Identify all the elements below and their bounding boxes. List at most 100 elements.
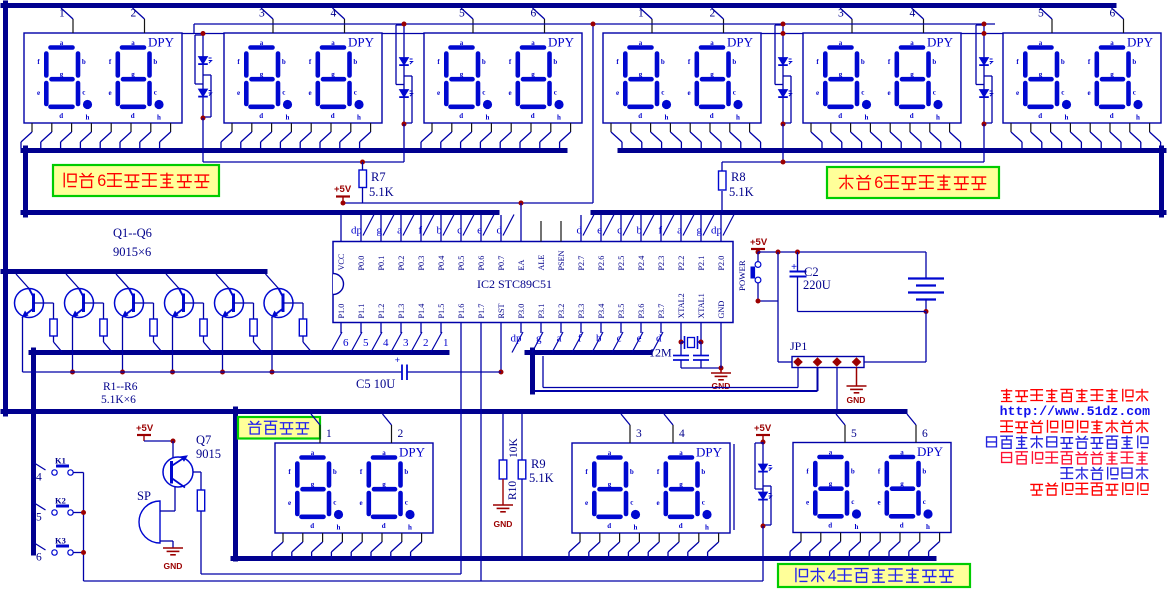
svg-text:P3.1: P3.1	[537, 304, 546, 319]
svg-text:P2.3: P2.3	[657, 256, 666, 271]
svg-text:P1.5: P1.5	[437, 304, 446, 319]
svg-text:3: 3	[259, 8, 265, 20]
svg-text:5.1K: 5.1K	[369, 185, 394, 199]
svg-text:JP1: JP1	[790, 339, 807, 353]
svg-text:+: +	[395, 355, 400, 365]
svg-text:P3.0: P3.0	[517, 304, 526, 319]
svg-text:d: d	[656, 333, 662, 345]
svg-text:P0.6: P0.6	[477, 256, 486, 271]
svg-text:P2.2: P2.2	[677, 256, 686, 271]
svg-text:+: +	[791, 262, 797, 273]
svg-text:P0.1: P0.1	[377, 256, 386, 271]
svg-text:ALE: ALE	[537, 255, 546, 271]
svg-text:P0.2: P0.2	[397, 256, 406, 271]
svg-text:b: b	[437, 225, 443, 237]
svg-text:c: c	[457, 225, 462, 237]
svg-text:f: f	[578, 333, 582, 345]
svg-text:5.1K: 5.1K	[529, 471, 554, 485]
svg-text:5: 5	[1038, 8, 1044, 20]
svg-text:9015: 9015	[196, 447, 221, 461]
svg-text:2: 2	[710, 8, 716, 20]
svg-text:6: 6	[922, 428, 928, 440]
svg-text:GND: GND	[494, 519, 513, 529]
svg-text:6: 6	[531, 8, 537, 20]
svg-text:GND: GND	[164, 561, 183, 571]
svg-text:c: c	[617, 225, 622, 237]
svg-text:C2: C2	[804, 265, 819, 279]
svg-text:GND: GND	[712, 381, 731, 391]
svg-text:XTAL1: XTAL1	[697, 293, 706, 318]
svg-text:R9: R9	[531, 457, 546, 471]
svg-text:3: 3	[636, 428, 642, 440]
svg-text:Q1--Q6: Q1--Q6	[113, 226, 152, 240]
svg-text:P3.2: P3.2	[557, 304, 566, 319]
svg-text:P0.4: P0.4	[437, 256, 446, 271]
svg-text:6: 6	[343, 337, 349, 349]
svg-text:1: 1	[638, 8, 644, 20]
svg-text:P1.7: P1.7	[477, 304, 486, 319]
svg-text:VCC: VCC	[337, 253, 346, 270]
svg-text:6: 6	[1110, 8, 1116, 20]
svg-text:10K: 10K	[508, 438, 520, 459]
svg-text:b: b	[637, 225, 643, 237]
svg-text:P1.1: P1.1	[357, 304, 366, 319]
svg-text:e: e	[477, 225, 482, 237]
svg-text:R7: R7	[371, 170, 386, 184]
svg-text:5.1K×6: 5.1K×6	[101, 394, 136, 406]
svg-text:P3.7: P3.7	[657, 304, 666, 319]
svg-text:5: 5	[459, 8, 465, 20]
svg-text:dp: dp	[351, 225, 363, 237]
svg-text:P3.5: P3.5	[617, 304, 626, 319]
svg-text:XTAL2: XTAL2	[677, 293, 686, 318]
svg-text:K1: K1	[55, 456, 66, 466]
svg-text:K3: K3	[55, 536, 66, 546]
svg-text:g: g	[377, 225, 383, 237]
svg-text:d: d	[497, 225, 503, 237]
svg-text:P2.4: P2.4	[637, 256, 646, 271]
svg-text:9015×6: 9015×6	[113, 245, 151, 259]
svg-text:R1--R6: R1--R6	[103, 381, 138, 393]
svg-text:1: 1	[59, 8, 65, 20]
svg-text:3: 3	[838, 8, 844, 20]
svg-text:4: 4	[331, 8, 337, 20]
svg-text:dp: dp	[711, 225, 723, 237]
svg-text:P1.4: P1.4	[417, 304, 426, 319]
svg-text:http://www.51dz.com: http://www.51dz.com	[1000, 404, 1150, 419]
svg-text:2: 2	[423, 337, 429, 349]
svg-text:e: e	[637, 333, 642, 345]
svg-text:P3.4: P3.4	[597, 304, 606, 319]
svg-text:K2: K2	[55, 496, 66, 506]
svg-text:1: 1	[326, 428, 332, 440]
svg-text:1: 1	[443, 337, 449, 349]
svg-text:4: 4	[679, 428, 685, 440]
svg-text:4: 4	[36, 472, 42, 484]
svg-text:+5V: +5V	[750, 237, 768, 248]
svg-text:a: a	[677, 225, 682, 237]
svg-text:P3.6: P3.6	[637, 304, 646, 319]
svg-text:6: 6	[97, 172, 106, 190]
svg-text:P1.6: P1.6	[457, 304, 466, 319]
svg-text:5: 5	[36, 512, 42, 524]
svg-text:g: g	[536, 333, 542, 345]
svg-text:5: 5	[363, 337, 369, 349]
svg-text:P0.3: P0.3	[417, 256, 426, 271]
svg-text:P1.0: P1.0	[337, 304, 346, 319]
svg-text:C5 10U: C5 10U	[356, 377, 395, 391]
svg-text:+5V: +5V	[136, 423, 154, 434]
svg-text:3: 3	[403, 337, 409, 349]
svg-text:P0.7: P0.7	[497, 256, 506, 271]
svg-text:SP: SP	[137, 489, 151, 503]
svg-text:4: 4	[910, 8, 916, 20]
svg-text:P2.0: P2.0	[717, 256, 726, 271]
svg-text:P3.3: P3.3	[577, 304, 586, 319]
svg-text:GND: GND	[847, 395, 866, 405]
svg-text:12M: 12M	[649, 346, 672, 360]
svg-text:b: b	[596, 333, 602, 345]
svg-text:P0.5: P0.5	[457, 256, 466, 271]
svg-text:2: 2	[398, 428, 404, 440]
svg-text:R10: R10	[507, 481, 519, 500]
svg-text:RST: RST	[497, 303, 506, 318]
svg-text:5: 5	[851, 428, 857, 440]
svg-text:g: g	[697, 225, 703, 237]
svg-text:f: f	[658, 225, 662, 237]
